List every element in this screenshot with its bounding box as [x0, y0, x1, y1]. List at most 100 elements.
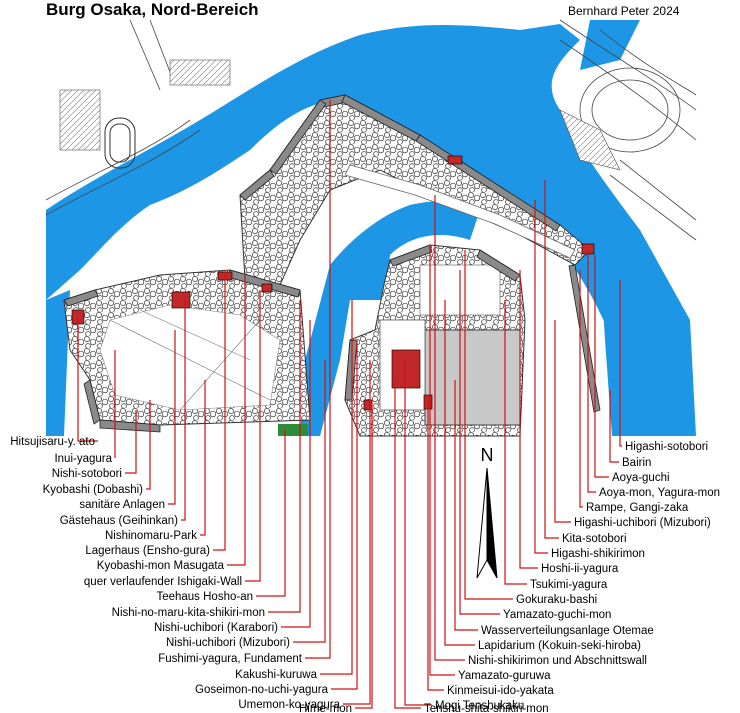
leader-higashi-uchibori-mizubori: [554, 320, 571, 523]
label-yamazato-guruwa: Yamazato-guruwa: [458, 670, 551, 682]
leader-kyobashi-dobashi: [146, 400, 151, 490]
leader-kakushi-kuruwa: [320, 300, 353, 675]
leader-nishinomaru-park: [200, 380, 206, 536]
label-inui-yagura: Inui-yagura: [54, 453, 112, 465]
north-arrow-left: [476, 467, 488, 579]
label-nishi-shikirimon-und-abschnittswall: Nishi-shikirimon und Abschnittswall: [468, 655, 647, 667]
leader-aoya-mon-yagura-mon: [587, 250, 596, 493]
leader-kinmeisui-ido-yakata: [427, 400, 444, 691]
label-yamazato-guchi-mon: Yamazato-guchi-mon: [503, 609, 611, 621]
label-kyobashi-dobashi: Kyobashi (Dobashi): [43, 484, 144, 496]
author-credit: Bernhard Peter 2024: [568, 4, 680, 18]
water-west-lower: [46, 205, 150, 300]
leader-lagerhaus-ensho-gura: [213, 270, 226, 551]
leader-wasserverteilungsanlage-otemae: [454, 380, 478, 631]
leader-mogi-tenshukaku: [404, 360, 432, 706]
water-east-moat: [600, 260, 670, 436]
labels-left: Hitsujisaru-y. atoInui-yaguraNishi-sotob…: [10, 436, 352, 713]
leader-hime-mon: [355, 400, 373, 709]
leader-yamazato-guruwa: [429, 245, 455, 676]
label-higashi-uchibori-mizubori: Higashi-uchibori (Mizubori): [574, 517, 711, 529]
leader-kita-sotobori: [544, 180, 559, 539]
label-kinmeisui-ido-yakata: Kinmeisui-ido-yakata: [447, 685, 554, 697]
hosho-an-green: [278, 424, 308, 436]
label-kyobashi-mon-masugata: Kyobashi-mon Masugata: [97, 560, 225, 572]
leader-kyobashi-mon-masugata: [227, 275, 246, 566]
label-g-stehaus-geihinkan: Gästehaus (Geihinkan): [60, 515, 178, 527]
label-lagerhaus-ensho-gura: Lagerhaus (Ensho-gura): [85, 545, 210, 557]
label-kakushi-kuruwa: Kakushi-kuruwa: [235, 669, 317, 681]
label-teehaus-hosho-an: Teehaus Hosho-an: [156, 591, 253, 603]
label-quer-verlaufender-ishigaki-wall: quer verlaufender Ishigaki-Wall: [84, 576, 242, 588]
park-paths: [109, 309, 271, 411]
leader-sanit-re-anlagen: [168, 330, 176, 505]
label-nishi-uchibori-karabori: Nishi-uchibori (Karabori): [154, 622, 278, 634]
keep-building: [391, 349, 421, 389]
label-lapidarium-kokuin-seki-hiroba: Lapidarium (Kokuin-seki-hiroba): [478, 640, 641, 652]
label-nishi-no-maru-kita-shikiri-mon: Nishi-no-maru-kita-shikiri-mon: [112, 607, 265, 619]
label-tenshu-shita-shikiri-mon: Tenshu-shita-shikiri-mon: [424, 703, 549, 713]
label-bairin: Bairin: [622, 457, 651, 469]
ramp-path: [344, 164, 576, 259]
city-blocks: [59, 59, 621, 171]
water-inner-moat: [300, 200, 480, 436]
sports-track: [104, 117, 136, 169]
leader-fushimi-yagura-fundament: [305, 100, 331, 659]
map-title: Burg Osaka, Nord-Bereich: [46, 0, 259, 19]
label-aoya-mon-yagura-mon: Aoya-mon, Yagura-mon: [599, 487, 720, 499]
label-wasserverteilungsanlage-otemae: Wasserverteilungsanlage Otemae: [481, 625, 654, 637]
roads: [45, 19, 697, 241]
leader-goseimon-no-uchi-yagura: [331, 340, 358, 690]
label-umemon-ko-yagura: Umemon-ko-yagura: [238, 699, 340, 711]
leader-aoya-guchi: [594, 255, 609, 478]
leader-lines: [77, 100, 622, 709]
leader-hoshi-ii-yagura: [519, 270, 538, 569]
label-goseimon-no-uchi-yagura: Goseimon-no-uchi-yagura: [195, 684, 329, 696]
gate-building: [261, 283, 273, 293]
hime-mon-building: [363, 399, 373, 411]
label-fushimi-yagura-fundament: Fushimi-yagura, Fundament: [158, 653, 303, 665]
label-mogi-tenshukaku: Mogi Tenshukaku: [435, 700, 524, 712]
label-hitsujisaru-y-ato: Hitsujisaru-y. ato: [10, 436, 95, 448]
water-top-right: [580, 20, 640, 70]
leader-rampe-gangi-zaka: [579, 270, 583, 508]
label-higashi-shikirimon: Higashi-shikirimon: [551, 548, 645, 560]
leader-nishi-shikirimon-und-abschnittswall: [434, 195, 465, 661]
keep-plaza: [424, 329, 521, 426]
leader-nishi-sotobori: [125, 410, 137, 474]
labels-right: Higashi-sotoboriBairinAoya-guchiAoya-mon…: [424, 441, 720, 713]
north-arrow-right: [486, 467, 498, 579]
water-west-moat: [46, 290, 70, 436]
leader-bairin: [609, 390, 619, 463]
leader-higashi-sotobori: [619, 280, 622, 447]
label-sanit-re-anlagen: sanitäre Anlagen: [79, 499, 165, 511]
north-gate-building: [447, 155, 463, 165]
leader-teehaus-hosho-an: [256, 430, 286, 597]
label-rampe-gangi-zaka: Rampe, Gangi-zaka: [586, 502, 689, 514]
leader-yamazato-guchi-mon: [459, 270, 500, 615]
leader-hitsujisaru-y-ato: [77, 318, 98, 442]
leader-quer-verlaufender-ishigaki-wall: [245, 290, 261, 582]
leader-nishi-no-maru-kita-shikiri-mon: [268, 300, 301, 613]
label-aoya-guchi: Aoya-guchi: [612, 472, 670, 484]
leader-gokuraku-bashi: [464, 250, 513, 600]
leader-g-stehaus-geihinkan: [181, 300, 186, 521]
label-hime-mon: Hime-mon: [299, 703, 352, 713]
label-nishinomaru-park: Nishinomaru-Park: [105, 530, 197, 542]
label-gokuraku-bashi: Gokuraku-bashi: [516, 594, 597, 606]
label-hoshi-ii-yagura: Hoshi-ii-yagura: [541, 563, 619, 575]
north-label: N: [481, 445, 494, 465]
north-arrow: N: [476, 445, 498, 579]
water-north-moat: [46, 24, 696, 436]
label-nishi-sotobori: Nishi-sotobori: [52, 468, 122, 480]
nishinomaru-lawn: [99, 304, 281, 411]
leader-umemon-ko-yagura: [343, 360, 371, 705]
leader-tsukimi-yagura: [504, 300, 527, 585]
label-higashi-sotobori: Higashi-sotobori: [625, 441, 708, 453]
label-tsukimi-yagura: Tsukimi-yagura: [530, 579, 608, 591]
leader-nishi-uchibori-mizubori: [293, 360, 326, 643]
label-nishi-uchibori-mizubori: Nishi-uchibori (Mizubori): [166, 637, 290, 649]
leader-nishi-uchibori-karabori: [281, 320, 311, 628]
leader-higashi-shikirimon: [534, 200, 548, 554]
